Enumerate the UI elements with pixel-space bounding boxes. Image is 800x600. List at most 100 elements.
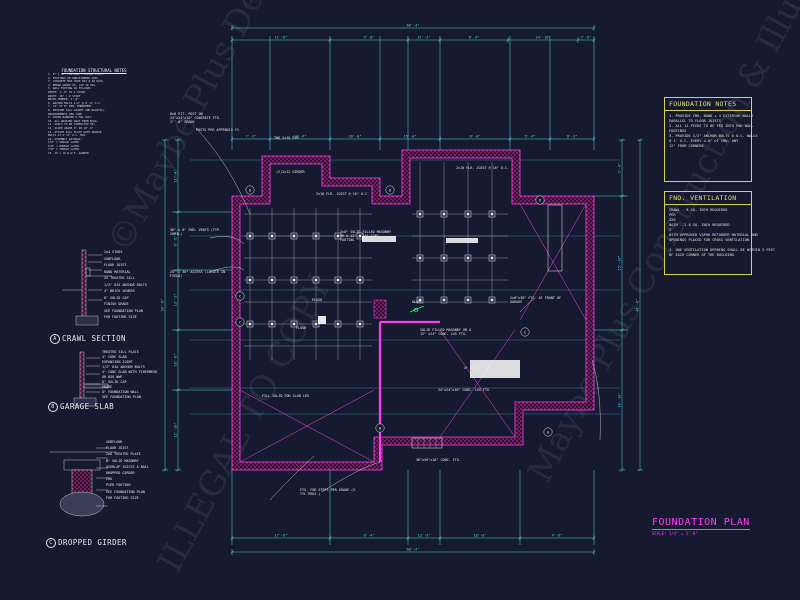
note-line: WITH APPROVED VAPOR RETARDER MATERIAL AN… (669, 233, 758, 237)
dimension-text: 41'-8" (636, 299, 640, 312)
dimension-text: 9'-2" (567, 135, 578, 139)
note-line: REQUIREMENTS PER CODE (48, 111, 82, 116)
dimension-tick (176, 468, 180, 472)
detail-label: BAND MATERIAL (104, 269, 131, 274)
detail-label: SEE FOUNDATION PLAN (104, 308, 143, 313)
note-line: 8. PROVIDE SILL GASKET AND BACKFILL (48, 107, 105, 112)
note-line: OPENINGS PLACED FOR CROSS VENTILATION (669, 238, 750, 242)
section-tag-circle (235, 317, 245, 327)
plan-label: TWO 2x10 RIM (274, 136, 299, 140)
pier-core (248, 234, 252, 238)
dimension-tick (506, 38, 510, 42)
slope-arrow (409, 305, 425, 313)
dimension-tick (620, 138, 624, 142)
joist-grid-layer (244, 162, 520, 449)
note-line: 12" FROM CORNERS (669, 144, 704, 148)
section-tag: C (239, 319, 241, 324)
dimension-tick (592, 26, 596, 30)
dimension-tick (163, 138, 167, 142)
detail-label: SEE FOUNDATION PLAN (102, 395, 141, 399)
plan-label: 36"x36"x10" CONC. FTG. (416, 458, 461, 462)
pier-core (358, 322, 362, 326)
note-line: 1. 8" x 16" FOOTING, TYPICAL U.N.O. (48, 72, 105, 76)
crawl-footing (75, 315, 99, 326)
note-line: 2. FOOTINGS ON UNDISTURBED SOIL (48, 75, 99, 80)
dimension-tick (638, 468, 642, 472)
step-footing (411, 437, 443, 449)
detail-label: 1/2" DIA ANCHOR BOLTS (104, 282, 147, 287)
dimension-text: 7'-0" (618, 163, 622, 174)
note-line: 11. SOILS TO BE COMPACTED 95% (48, 122, 95, 127)
notes-lines: 1. 8" x 16" FOOTING, TYPICAL U.N.O.2. FO… (48, 72, 140, 156)
dimension-text: 2'-6" (581, 36, 592, 40)
plan-label: POSTS PER APPENDIX Y1 (196, 128, 239, 132)
note-line: 2. ALL 12 PIERS TO BE FED INTO FND WALL (669, 124, 754, 128)
detail-label: 8" SOLID MASONRY (106, 458, 139, 463)
plan-label: PLUSH (312, 298, 323, 302)
detail-label: SUBFLOOR (104, 256, 121, 261)
plan-label: 2x10 FLR. JOIST @ 16" O.C. (316, 192, 370, 196)
dimension-tick (592, 550, 596, 554)
note-line: 13. ATTACH SILL PLATE WITH ANCHOR (48, 129, 102, 134)
dimension-text: 8'-4" (469, 36, 480, 40)
note-line: 7. 12" OF 8" MIN. EMBEDMENT (48, 104, 92, 109)
dimension-tick (230, 550, 234, 554)
pier-core (248, 278, 252, 282)
detail-label: FOR FOOTING SIZE (104, 315, 137, 319)
dimension-text: 13'-9" (418, 534, 431, 538)
pier-core (418, 256, 422, 260)
detail-label: 4" CONC SLAB (102, 355, 127, 359)
note-box-lines: 1. PROVIDE CMU, BAND + 4 EXTERIOR WALLS … (665, 111, 758, 149)
dimension-text: 14'-6" (294, 135, 307, 139)
note-line: WIDTH: 16" / 2 STORY (48, 93, 81, 98)
plan-label: 24"x24"x10" CONC. LUG FTG. (438, 388, 492, 392)
detail-label: 8" SOLID CAP (102, 380, 127, 384)
detail-label: 4" BRICK VENEER (104, 289, 135, 293)
dimension-text: 13'-2" (174, 294, 178, 307)
plan-label: 2x8"x36" FTG. AT FRONT OF GARAGE (510, 296, 562, 304)
detail-label: 2X TREATED SILL (104, 276, 135, 280)
section-tag: C (239, 293, 241, 298)
pier-core (490, 256, 494, 260)
leader-line (195, 127, 251, 215)
chimney-footing (547, 204, 563, 272)
dimension-text: 54'-6" (161, 299, 165, 312)
sheet-scale: SCALE: 1/4" = 1'-0" (652, 531, 698, 536)
note-line: 14. ASSEMBLY RATINGS: (48, 136, 82, 141)
note-line: 1/2" = SINGLE LAYER (48, 140, 79, 145)
section-tag: D (389, 187, 392, 192)
note-line: PER (669, 213, 676, 217)
detail-label: 2x4 STUDS (104, 250, 123, 254)
dimension-text: 68'-4" (407, 24, 420, 28)
dimension-tick (163, 468, 167, 472)
note-line: 3. CONCRETE MIN 3000 PSI @ 28 DAYS (48, 79, 104, 84)
foundation-notes-box: FOUNDATION NOTES 1. PROVIDE CMU, BAND + … (664, 97, 758, 182)
wall-layer (231, 149, 595, 471)
garage-footing (73, 397, 97, 407)
section-tag: C (524, 329, 526, 334)
pier-core (270, 278, 274, 282)
fnd-ventilation-box: FND. VENTILATION CRAWL - 8 SQ. INCH REQU… (664, 191, 775, 275)
slab-diagonal (239, 389, 375, 463)
note-line: 6. ANCHOR BOLTS 1/2" @ 6'-0" O.C. (48, 100, 102, 105)
section-tag: D (249, 187, 252, 192)
detail-marker: B (48, 402, 58, 412)
note-line: 5. WALL FOOTING AS FOLLOWS: (48, 86, 92, 91)
leader-line (209, 236, 245, 245)
girder-highlight (446, 238, 478, 243)
note-line: 220 (669, 218, 676, 222)
dimension-text: 6'-0" (470, 135, 481, 139)
pier-core (442, 212, 446, 216)
girder-highlight (362, 236, 396, 242)
note-line: 9. VAPOR BARRIER 6 MIL POLY (48, 115, 92, 120)
dimension-tick (176, 138, 180, 142)
note-line: 10. ALL GRADING AWAY FROM BLDG. (48, 118, 99, 123)
note-line: 1. PROVIDE CMU, BAND + 4 EXTERIOR WALLS (669, 114, 754, 118)
pier-core (358, 278, 362, 282)
detail-label: PIER FOOTING (106, 483, 131, 488)
pier-footing (59, 491, 105, 517)
